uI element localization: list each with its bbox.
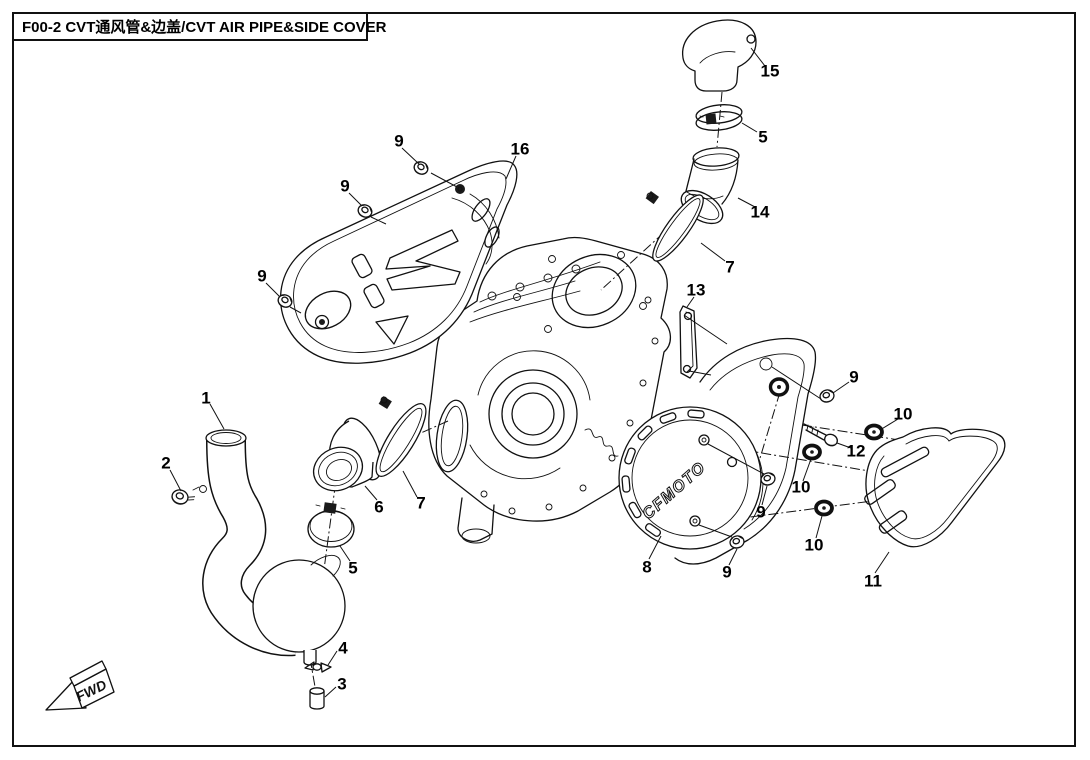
side-cover-art: CFMOTO [618,337,817,565]
part-callout-12: 12 [846,441,866,461]
part-callout-10: 10 [804,535,824,555]
part-callout-9: 9 [756,502,766,522]
part-callout-5: 5 [348,558,358,578]
crankcase-art [428,236,672,544]
part-callout-3: 3 [337,674,347,694]
part-callout-6: 6 [374,497,384,517]
part-callout-5: 5 [758,127,768,147]
plug-art [309,687,325,710]
fwd-direction-arrow: FWD [45,660,115,711]
part-callout-10: 10 [791,477,811,497]
page-title: F00-2 CVT通风管&边盖/CVT AIR PIPE&SIDE COVER [22,19,387,36]
part-callout-7: 7 [416,493,426,513]
cvt-cover-art [279,160,518,364]
air-pipe-art [192,429,346,666]
bolt-12-art [803,423,838,447]
part-callout-7: 7 [725,257,735,277]
part-callout-16: 16 [510,139,530,159]
intake-cap-art [682,19,757,92]
lower-elbow-art [312,417,382,492]
page-border [12,12,1076,747]
assembly-axis-lines [309,91,942,705]
part-callout-8: 8 [642,557,652,577]
part-callout-1: 1 [201,388,211,408]
title-box: F00-2 CVT通风管&边盖/CVT AIR PIPE&SIDE COVER [12,12,387,41]
clip-art [304,661,332,673]
part-callout-11: 11 [864,571,882,591]
part-callout-9: 9 [340,176,350,196]
part-callout-15: 15 [760,61,780,81]
gasket-ring-upper-art [645,191,704,262]
part-callout-13: 13 [686,280,706,300]
part-callout-9: 9 [722,562,732,582]
outer-panel-art [864,427,1006,548]
part-callout-14: 14 [750,202,770,222]
part-callout-10: 10 [893,404,913,424]
part-callout-2: 2 [161,453,171,473]
part-callout-9: 9 [394,131,404,151]
gasket-ring-lower-art [375,396,427,477]
hose-clamp-lower-art [307,502,355,548]
callout-leader-lines [169,47,899,698]
part-callout-4: 4 [338,638,348,658]
part-callout-9: 9 [849,367,859,387]
bracket-art [679,305,728,379]
screw-part2-art [171,489,196,505]
part-callout-9: 9 [257,266,267,286]
hose-clamp-upper-art [695,104,743,131]
